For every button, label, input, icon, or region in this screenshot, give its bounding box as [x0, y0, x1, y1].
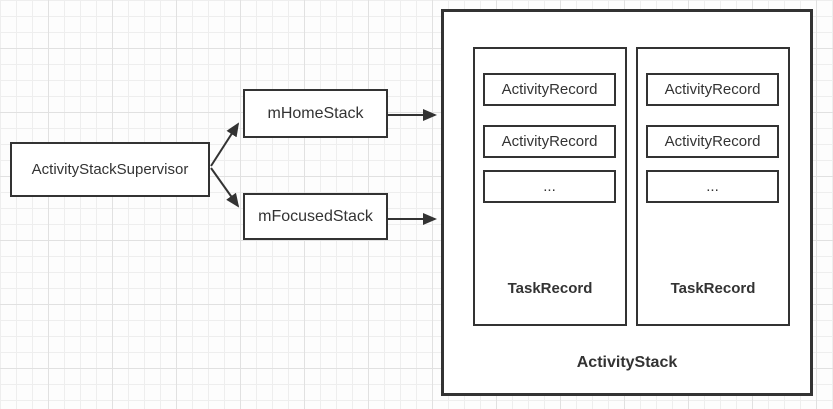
node-activity-stack-supervisor-label: ActivityStackSupervisor [31, 161, 189, 178]
node-home-stack[interactable]: mHomeStack [243, 89, 388, 138]
node-home-stack-label: mHomeStack [267, 104, 364, 122]
node-activity-record-ellipsis[interactable]: ... [483, 170, 616, 203]
node-activity-record[interactable]: ActivityRecord [646, 73, 779, 106]
activity-record-label: ActivityRecord [501, 133, 598, 150]
node-activity-record[interactable]: ActivityRecord [483, 73, 616, 106]
activity-record-label: ActivityRecord [501, 81, 598, 98]
activity-record-ellipsis-label: ... [706, 178, 719, 195]
connector-supervisor-to-focused-stack[interactable] [210, 167, 240, 208]
node-activity-record-ellipsis[interactable]: ... [646, 170, 779, 203]
node-task-record-1[interactable]: ActivityRecord ActivityRecord ... TaskRe… [473, 47, 627, 326]
node-activity-stack-supervisor[interactable]: ActivityStackSupervisor [10, 142, 210, 197]
node-focused-stack[interactable]: mFocusedStack [243, 193, 388, 240]
activity-record-ellipsis-label: ... [543, 178, 556, 195]
node-task-record-2[interactable]: ActivityRecord ActivityRecord ... TaskRe… [636, 47, 790, 326]
task-record-label: TaskRecord [670, 280, 756, 297]
node-activity-stack[interactable]: ActivityRecord ActivityRecord ... TaskRe… [441, 9, 813, 396]
node-activity-record[interactable]: ActivityRecord [483, 125, 616, 158]
node-activity-record[interactable]: ActivityRecord [646, 125, 779, 158]
node-focused-stack-label: mFocusedStack [258, 207, 373, 225]
activity-record-label: ActivityRecord [664, 81, 761, 98]
activity-stack-label: ActivityStack [576, 354, 678, 371]
connector-supervisor-to-home-stack[interactable] [210, 122, 240, 167]
task-record-label: TaskRecord [507, 280, 593, 297]
activity-record-label: ActivityRecord [664, 133, 761, 150]
